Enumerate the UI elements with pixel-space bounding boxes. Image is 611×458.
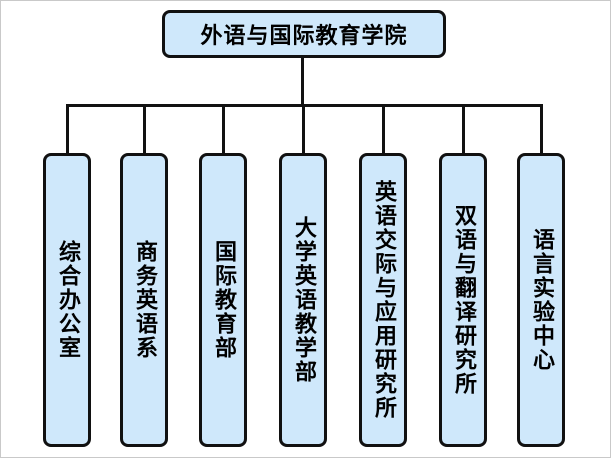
dept-node-label: 国际教育部 bbox=[211, 240, 236, 360]
drop-connector-international-education bbox=[222, 104, 225, 154]
root-node-label: 外语与国际教育学院 bbox=[200, 24, 408, 49]
dept-node-label: 商务英语系 bbox=[132, 240, 157, 360]
dept-node-office: 综合办公室 bbox=[43, 153, 91, 447]
drop-connector-communication-research bbox=[382, 104, 385, 154]
dept-node-college-english: 大学英语教学部 bbox=[279, 153, 327, 447]
dept-node-label: 大学英语教学部 bbox=[291, 216, 316, 384]
drop-connector-college-english bbox=[302, 104, 305, 154]
dept-node-label: 双语与翻译研究所 bbox=[451, 204, 476, 396]
drop-connector-business-english bbox=[143, 104, 146, 154]
dept-node-language-lab: 语言实验中心 bbox=[517, 153, 565, 447]
dept-node-international-education: 国际教育部 bbox=[199, 153, 247, 447]
dept-node-label: 语言实验中心 bbox=[529, 228, 554, 372]
dept-node-translation-research: 双语与翻译研究所 bbox=[439, 153, 487, 447]
root-node: 外语与国际教育学院 bbox=[162, 10, 446, 58]
dept-node-label: 英语交际与应用研究所 bbox=[371, 180, 396, 420]
drop-connector-translation-research bbox=[462, 104, 465, 154]
dept-node-communication-research: 英语交际与应用研究所 bbox=[359, 153, 407, 447]
drop-connector-language-lab bbox=[540, 104, 543, 154]
root-trunk-connector bbox=[301, 58, 304, 105]
dept-node-label: 综合办公室 bbox=[55, 240, 80, 360]
dept-node-business-english: 商务英语系 bbox=[120, 153, 168, 447]
drop-connector-office bbox=[66, 104, 69, 154]
